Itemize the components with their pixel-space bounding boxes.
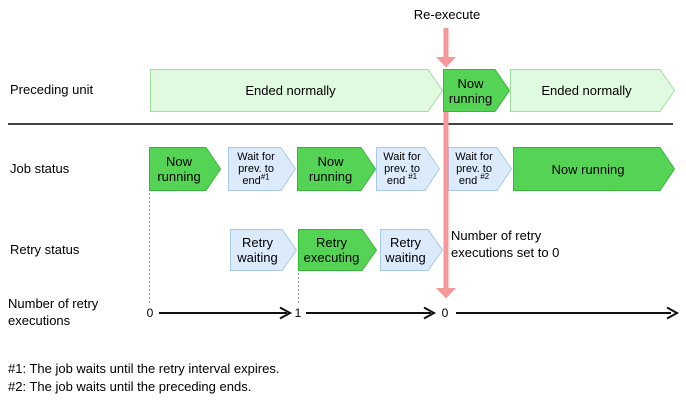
preceding-now-running-line1: Now (457, 75, 484, 91)
footnotes: #1: The job waits until the retry interv… (8, 360, 279, 396)
job-wait-1-footnote-ref: #1 (260, 172, 270, 182)
job-now-running-3-text: Now running (551, 161, 625, 177)
retry-count-reset-note: Number of retry executions set to 0 (451, 227, 559, 261)
job-wait-3-line1: Wait for (455, 151, 493, 163)
reexecute-arrowhead (436, 57, 456, 68)
job-status-row-label: Job status (10, 161, 70, 176)
job-now-running-2-line2: running (308, 169, 353, 184)
retry-waiting-2-line1: Retry (389, 235, 422, 250)
job-now-running-3-box: Now running (513, 147, 675, 191)
retry-count-reset-note-line1: Number of retry (451, 228, 542, 243)
job-now-running-1-line1: Now (165, 154, 192, 169)
retry-waiting-1-box: Retry waiting (230, 229, 297, 271)
job-wait-3-footnote-ref: #2 (480, 172, 490, 182)
job-wait-2-line3: end#1 (386, 172, 418, 187)
axis-arrowhead-1 (279, 306, 293, 320)
preceding-unit-row-label: Preceding unit (10, 82, 94, 97)
axis-arrowhead-3 (666, 306, 680, 320)
footnote-2: #2: The job waits until the preceding en… (8, 379, 252, 394)
reexecute-arrow-stem (443, 28, 449, 58)
executions-tick-1: 1 (294, 306, 302, 320)
job-wait-1-line1: Wait for (237, 151, 275, 163)
job-wait-2-footnote-ref: #1 (408, 172, 418, 182)
preceding-ended-normally-2-text: Ended normally (541, 83, 632, 98)
job-wait-1-box: Wait for prev. to end#1 (228, 147, 296, 191)
job-wait-1-line3: end#1 (242, 172, 270, 187)
job-now-running-1-box: Now running (149, 147, 221, 191)
job-now-running-2-line1: Now (317, 154, 344, 169)
reexecute-arrowhead-2 (436, 288, 456, 299)
preceding-now-running-line2: running (448, 90, 493, 106)
retry-count-reset-note-line2: executions set to 0 (451, 245, 560, 260)
reexecute-arrow-top (436, 28, 456, 68)
job-wait-2-line1: Wait for (383, 151, 421, 163)
preceding-ended-normally-2-box: Ended normally (510, 69, 675, 112)
retry-executing-line1: Retry (315, 235, 348, 250)
job-now-running-1-line2: running (157, 169, 201, 184)
retry-waiting-2-box: Retry waiting (380, 229, 443, 271)
job-wait-1-line2: prev. to (238, 163, 274, 175)
executions-row-label-line1: Number of retry (8, 296, 99, 311)
retry-waiting-1-line2: waiting (237, 250, 278, 265)
retry-executing-line2: executing (303, 250, 360, 265)
executions-tick-0a: 0 (146, 306, 154, 320)
retry-waiting-1-line1: Retry (241, 235, 274, 250)
executions-tick-0b: 0 (441, 306, 449, 320)
retry-executing-box: Retry executing (298, 229, 377, 271)
job-wait-3-line2: prev. to (456, 163, 492, 175)
job-now-running-2-box: Now running (297, 147, 376, 191)
job-wait-3-line3: end#2 (458, 172, 490, 187)
preceding-ended-normally-1-box: Ended normally (150, 69, 443, 112)
reexecute-label: Re-execute (413, 7, 481, 22)
reexecute-arrow-stem-2 (443, 112, 449, 289)
retry-waiting-2-line2: waiting (385, 250, 426, 265)
executions-row-label: Number of retry executions (8, 295, 98, 329)
job-wait-3-box: Wait for prev. to end#2 (448, 147, 512, 191)
job-wait-2-line2: prev. to (384, 163, 420, 175)
preceding-ended-normally-1-text: Ended normally (245, 83, 336, 98)
executions-axis-arrows (159, 306, 680, 320)
job-wait-2-box: Wait for prev. to end#1 (376, 147, 440, 191)
footnote-1: #1: The job waits until the retry interv… (8, 361, 280, 376)
preceding-now-running-box: Now running (443, 69, 510, 112)
retry-status-row-label: Retry status (10, 242, 80, 257)
executions-row-label-line2: executions (8, 313, 71, 328)
axis-arrowhead-2 (423, 306, 437, 320)
